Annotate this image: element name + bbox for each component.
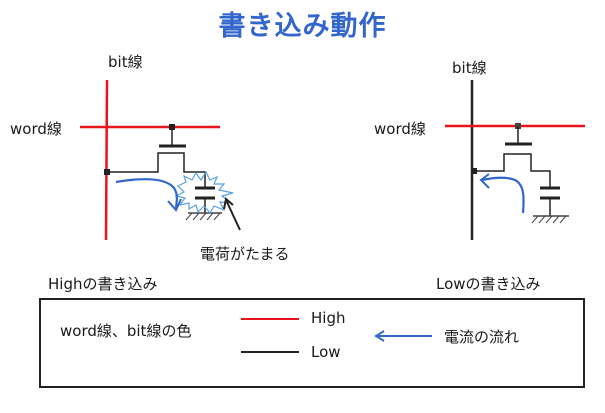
right-bit-line-label: bit線 <box>452 59 487 77</box>
left-caption: Highの書き込み <box>48 275 158 293</box>
legend-high-label: High <box>311 309 346 327</box>
right-word-line-label: word線 <box>374 120 426 138</box>
right-transistor <box>472 126 551 188</box>
annotation-pointer-arrow <box>225 199 241 231</box>
right-current-arrowhead <box>479 173 490 189</box>
left-transistor <box>107 127 206 188</box>
right-cell <box>445 80 585 240</box>
right-caption: Lowの書き込み <box>436 275 541 293</box>
left-capacitor <box>195 186 215 213</box>
left-bit-line-label: bit線 <box>108 53 143 71</box>
left-cell <box>80 79 241 241</box>
left-current-arrow-icon <box>115 178 178 209</box>
legend-current-arrowhead <box>374 330 385 342</box>
right-capacitor <box>540 186 560 216</box>
charge-annotation: 電荷がたまる <box>200 245 290 263</box>
left-ground-icon <box>185 212 222 221</box>
page-title: 書き込み動作 <box>218 11 387 42</box>
right-current-arrow-icon <box>481 176 525 214</box>
left-bit-node <box>104 169 110 175</box>
left-current-arrowhead <box>167 198 182 212</box>
legend-low-label: Low <box>311 343 341 361</box>
annotation-pointer-arrowhead <box>223 197 234 210</box>
left-bit-line <box>104 79 109 241</box>
legend-line-color-label: word線、bit線の色 <box>60 322 192 340</box>
right-ground-icon <box>531 215 569 224</box>
right-bit-node <box>471 168 477 174</box>
legend-current-label: 電流の流れ <box>444 328 520 346</box>
legend-box <box>39 298 585 388</box>
left-word-line-label: word線 <box>10 120 62 138</box>
